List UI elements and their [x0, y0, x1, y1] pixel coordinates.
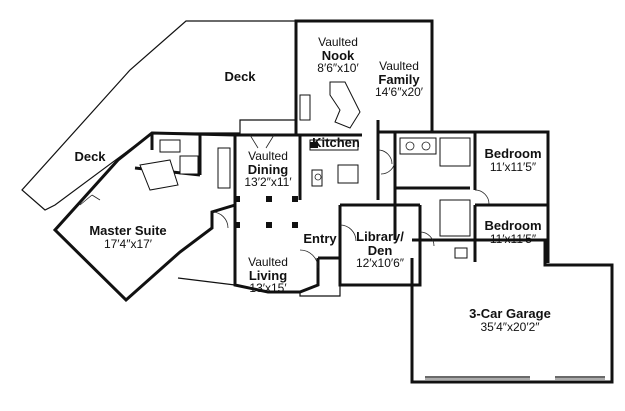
door-swings — [79, 134, 490, 269]
garage-doors — [425, 376, 605, 380]
entry-label: Entry — [303, 231, 337, 246]
library-den-label: Library/ Den 12′x10′6″ — [355, 229, 405, 271]
kitchen-fixtures — [299, 81, 361, 187]
bath-fixtures — [139, 137, 471, 237]
master-suite-label: Master Suite 17′4″x17′ — [89, 223, 167, 251]
kitchen-label: Kitchen — [312, 135, 360, 150]
bedroom-1-label: Bedroom 11′x11′5″ — [484, 146, 542, 174]
living-label: Vaulted Living 13′x15′ — [248, 255, 288, 296]
entry-columns — [234, 196, 298, 228]
deck-outline — [21, 20, 296, 211]
deck-upper-label: Deck — [224, 69, 256, 84]
deck-left-label: Deck — [74, 149, 106, 164]
bedroom-2-label: Bedroom 11′x11′5″ — [484, 218, 542, 246]
garage-label: 3-Car Garage 35′4″x20′2″ — [469, 306, 551, 334]
family-label: Vaulted Family 14′6″x20′ — [374, 59, 424, 100]
front-porch — [177, 247, 468, 297]
dining-label: Vaulted Dining 13′2″x11′ — [244, 149, 292, 190]
nook-label: Vaulted Nook 8′6″x10′ — [317, 35, 359, 76]
